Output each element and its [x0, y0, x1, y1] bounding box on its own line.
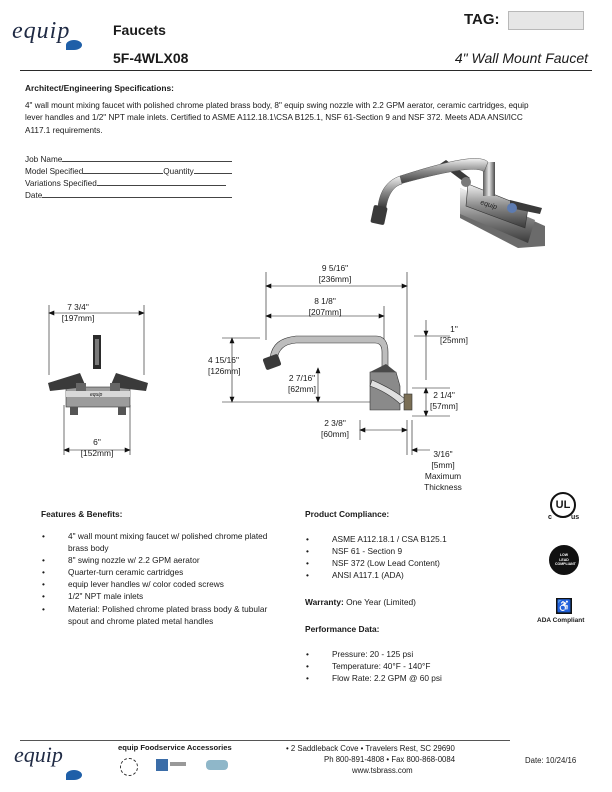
product-title: 4" Wall Mount Faucet: [454, 50, 588, 66]
specs-line: 4" wall mount mixing faucet with polishe…: [25, 101, 529, 110]
list-item: 4" wall mount mixing faucet w/ polished …: [40, 530, 290, 554]
tag-input[interactable]: [508, 11, 584, 30]
dim-body-depth: 2 3/8" [60mm]: [321, 418, 349, 439]
dim-wall-thickness: 3/16" [5mm] Maximum Thickness: [424, 449, 462, 492]
gear-logo-icon: [120, 758, 138, 776]
list-item: NSF 61 - Section 9: [304, 545, 524, 557]
side-view-drawing: [222, 272, 450, 455]
footer-brand-logo: equip: [14, 742, 63, 767]
dim-front-width: 7 3/4" [197mm]: [61, 302, 95, 323]
list-item: Temperature: 40°F - 140°F: [304, 660, 524, 672]
partner-logo-icon: [156, 759, 168, 771]
footer-website[interactable]: www.tsbrass.com: [352, 766, 413, 775]
dim-side-reach: 8 1/8" [207mm]: [308, 296, 342, 317]
warranty: Warranty: One Year (Limited): [305, 597, 416, 607]
list-item: ANSI A117.1 (ADA): [304, 569, 524, 581]
specs-line: A117.1 requirements.: [25, 125, 103, 135]
list-item: equip lever handles w/ color coded screw…: [40, 578, 290, 590]
dim-side-total: 9 5/16" [236mm]: [318, 263, 352, 284]
header-divider: [20, 70, 592, 71]
list-item: Material: Polished chrome plated brass b…: [40, 603, 290, 627]
partner-text-icon: [170, 762, 186, 766]
ada-wheelchair-icon: ♿: [556, 598, 572, 614]
brand-logo-swoosh-icon: [66, 40, 82, 50]
tag-label: TAG:: [464, 11, 500, 28]
ul-c-mark: c: [548, 514, 552, 521]
footer-logo-swoosh-icon: [66, 770, 82, 780]
ul-listed-icon: UL: [550, 492, 576, 518]
footer-partner-logos: [118, 756, 238, 776]
job-name-field[interactable]: Job Name: [25, 154, 233, 164]
photo-stamp: equip: [479, 199, 498, 211]
list-item: ASME A112.18.1 / CSA B125.1: [304, 533, 524, 545]
footer-phone: Ph 800-891-4808 • Fax 800-868-0084: [324, 755, 456, 764]
list-item: 1/2" NPT male inlets: [40, 590, 290, 602]
product-photo: equip: [370, 158, 545, 248]
dim-front-centers: 6" [152mm]: [80, 437, 114, 458]
footer-address: • 2 Saddleback Cove • Travelers Rest, SC…: [286, 744, 455, 753]
specs-body: 4" wall mount mixing faucet with polishe…: [25, 100, 585, 137]
footer-date: Date: 10/24/16: [525, 756, 577, 765]
features-heading: Features & Benefits:: [41, 509, 123, 519]
low-lead-icon: LOW LEAD COMPLIANT: [549, 545, 579, 575]
compliance-list: ASME A112.18.1 / CSA B125.1 NSF 61 - Sec…: [304, 533, 524, 581]
brand-logo: equip: [12, 18, 71, 44]
ada-label: ADA Compliant: [537, 617, 585, 624]
date-field[interactable]: Date: [25, 190, 233, 200]
footer-divider: [20, 740, 510, 741]
model-number: 5F-4WLX08: [113, 50, 189, 66]
ul-us-mark: us: [571, 514, 580, 521]
list-item: Pressure: 20 - 125 psi: [304, 648, 524, 660]
performance-heading: Performance Data:: [305, 624, 380, 634]
list-item: NSF 372 (Low Lead Content): [304, 557, 524, 569]
dim-top-offset: 1" [25mm]: [440, 324, 468, 345]
list-item: Quarter-turn ceramic cartridges: [40, 566, 290, 578]
footer-subbrand: equip Foodservice Accessories: [118, 743, 232, 752]
features-list: 4" wall mount mixing faucet w/ polished …: [40, 530, 290, 627]
specs-line: lever handles and 1/2" NPT male inlets. …: [25, 113, 523, 123]
front-stamp: equip: [90, 392, 102, 398]
performance-list: Pressure: 20 - 125 psi Temperature: 40°F…: [304, 648, 524, 684]
category-title: Faucets: [113, 22, 166, 38]
dim-body-height: 2 1/4" [57mm]: [430, 390, 458, 411]
list-item: 8" swing nozzle w/ 2.2 GPM aerator: [40, 554, 290, 566]
dim-spout-drop: 2 7/16" [62mm]: [288, 373, 316, 394]
variations-specified-field[interactable]: Variations Specified: [25, 178, 226, 188]
front-view-drawing: equip: [48, 305, 148, 455]
wave-logo-icon: [206, 760, 228, 770]
list-item: Flow Rate: 2.2 GPM @ 60 psi: [304, 672, 524, 684]
dim-side-height: 4 15/16" [126mm]: [208, 355, 241, 376]
compliance-heading: Product Compliance:: [305, 509, 390, 519]
specs-heading: Architect/Engineering Specifications:: [25, 83, 174, 93]
